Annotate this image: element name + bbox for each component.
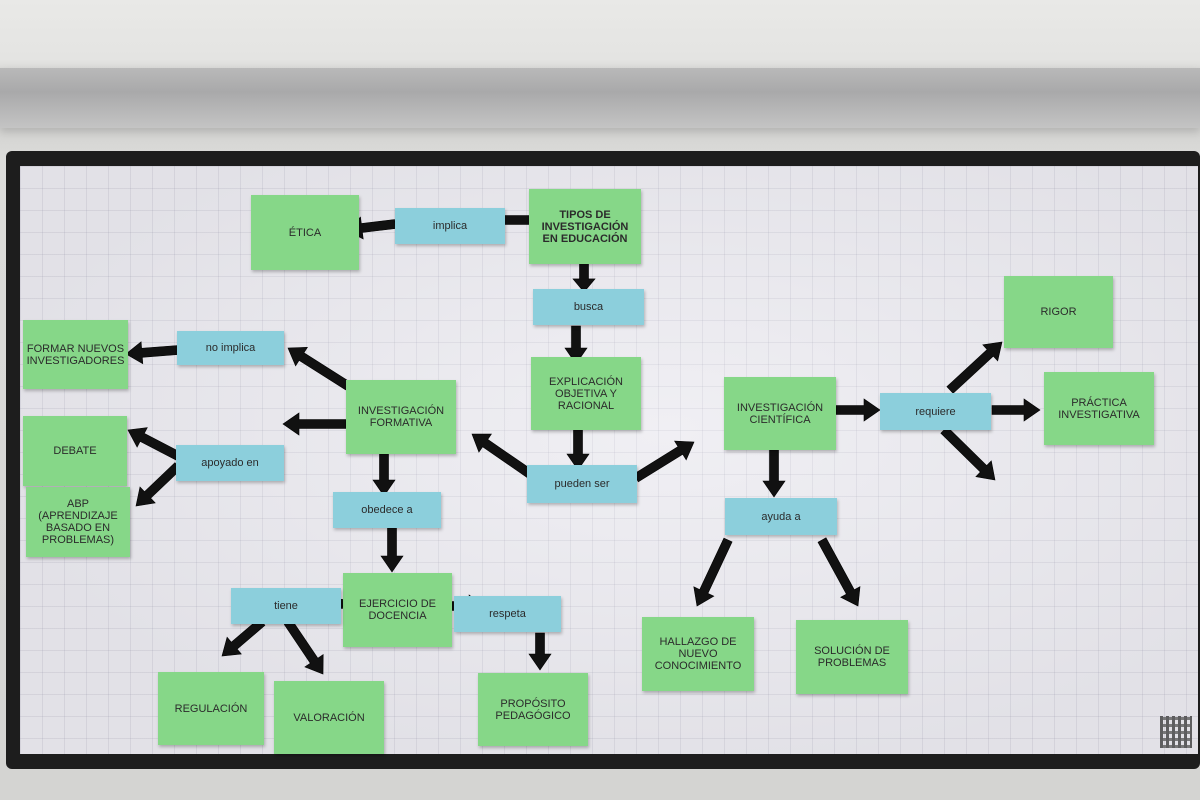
arrow-ayuda-hallazgo [693, 537, 733, 607]
arrow-tipos-busca [572, 262, 596, 293]
arrow-formativa-obedece [372, 453, 396, 497]
concept-abp: ABP (APRENDIZAJE BASADO EN PROBLEMAS) [26, 487, 130, 557]
ceiling-rail [0, 68, 1200, 128]
concept-etica: ÉTICA [251, 195, 359, 270]
arrow-respeta-proposito [528, 632, 552, 671]
concept-tipos-investigacion: TIPOS DE INVESTIGACIÓN EN EDUCACIÓN [529, 189, 641, 264]
qr-code [1160, 716, 1192, 748]
arrow-tiene-valoracion [283, 619, 324, 675]
link-tiene: tiene [231, 588, 341, 624]
arrow-cientifica-ayuda [762, 449, 786, 498]
concept-proposito-pedagogico: PROPÓSITO PEDAGÓGICO [478, 673, 588, 746]
link-apoyado-en: apoyado en [176, 445, 284, 481]
concept-ejercicio-docencia: EJERCICIO DE DOCENCIA [343, 573, 452, 647]
link-obedece-a: obedece a [333, 492, 441, 528]
arrow-formativa-left [282, 412, 347, 436]
arrow-requiere-down [940, 426, 996, 481]
link-busca: busca [533, 289, 644, 325]
arrow-obedece-ejercicio [380, 527, 404, 573]
link-no-implica: no implica [177, 331, 284, 365]
concept-investigacion-formativa: INVESTIGACIÓN FORMATIVA [346, 380, 456, 454]
concept-hallazgo: HALLAZGO DE NUEVO CONOCIMIENTO [642, 617, 754, 691]
arrow-pueden-right [633, 440, 695, 483]
arrow-pueden-left [471, 433, 534, 479]
concept-regulacion: REGULACIÓN [158, 672, 264, 745]
arrow-apoyado-debate [127, 427, 181, 461]
concept-investigacion-cientifica: INVESTIGACIÓN CIENTÍFICA [724, 377, 836, 450]
arrow-apoyado-abp [135, 462, 182, 507]
arrow-requiere-practica [991, 398, 1041, 422]
arrow-explicacion-pueden [566, 429, 590, 471]
concept-formar-investigadores: FORMAR NUEVOS INVESTIGADORES [23, 320, 128, 389]
concept-valoracion: VALORACIÓN [274, 681, 384, 754]
concept-rigor: RIGOR [1004, 276, 1113, 348]
link-ayuda-a: ayuda a [725, 498, 837, 535]
arrow-tiene-regulacion [221, 618, 266, 657]
link-requiere: requiere [880, 393, 991, 430]
concept-debate: DEBATE [23, 416, 127, 486]
arrow-formativa-noimplica [287, 346, 351, 391]
concept-practica-investigativa: PRÁCTICA INVESTIGATIVA [1044, 372, 1154, 445]
arrow-noimplica-formar [125, 341, 179, 365]
link-pueden-ser: pueden ser [527, 465, 637, 503]
arrow-cientifica-requiere [835, 398, 881, 422]
concept-explicacion: EXPLICACIÓN OBJETIVA Y RACIONAL [531, 357, 641, 430]
concept-solucion-problemas: SOLUCIÓN DE PROBLEMAS [796, 620, 908, 694]
arrow-requiere-rigor [946, 341, 1003, 394]
arrow-busca-explicacion [564, 325, 588, 365]
arrow-ayuda-solucion [817, 537, 861, 607]
link-implica: implica [395, 208, 505, 244]
link-respeta: respeta [454, 596, 561, 632]
